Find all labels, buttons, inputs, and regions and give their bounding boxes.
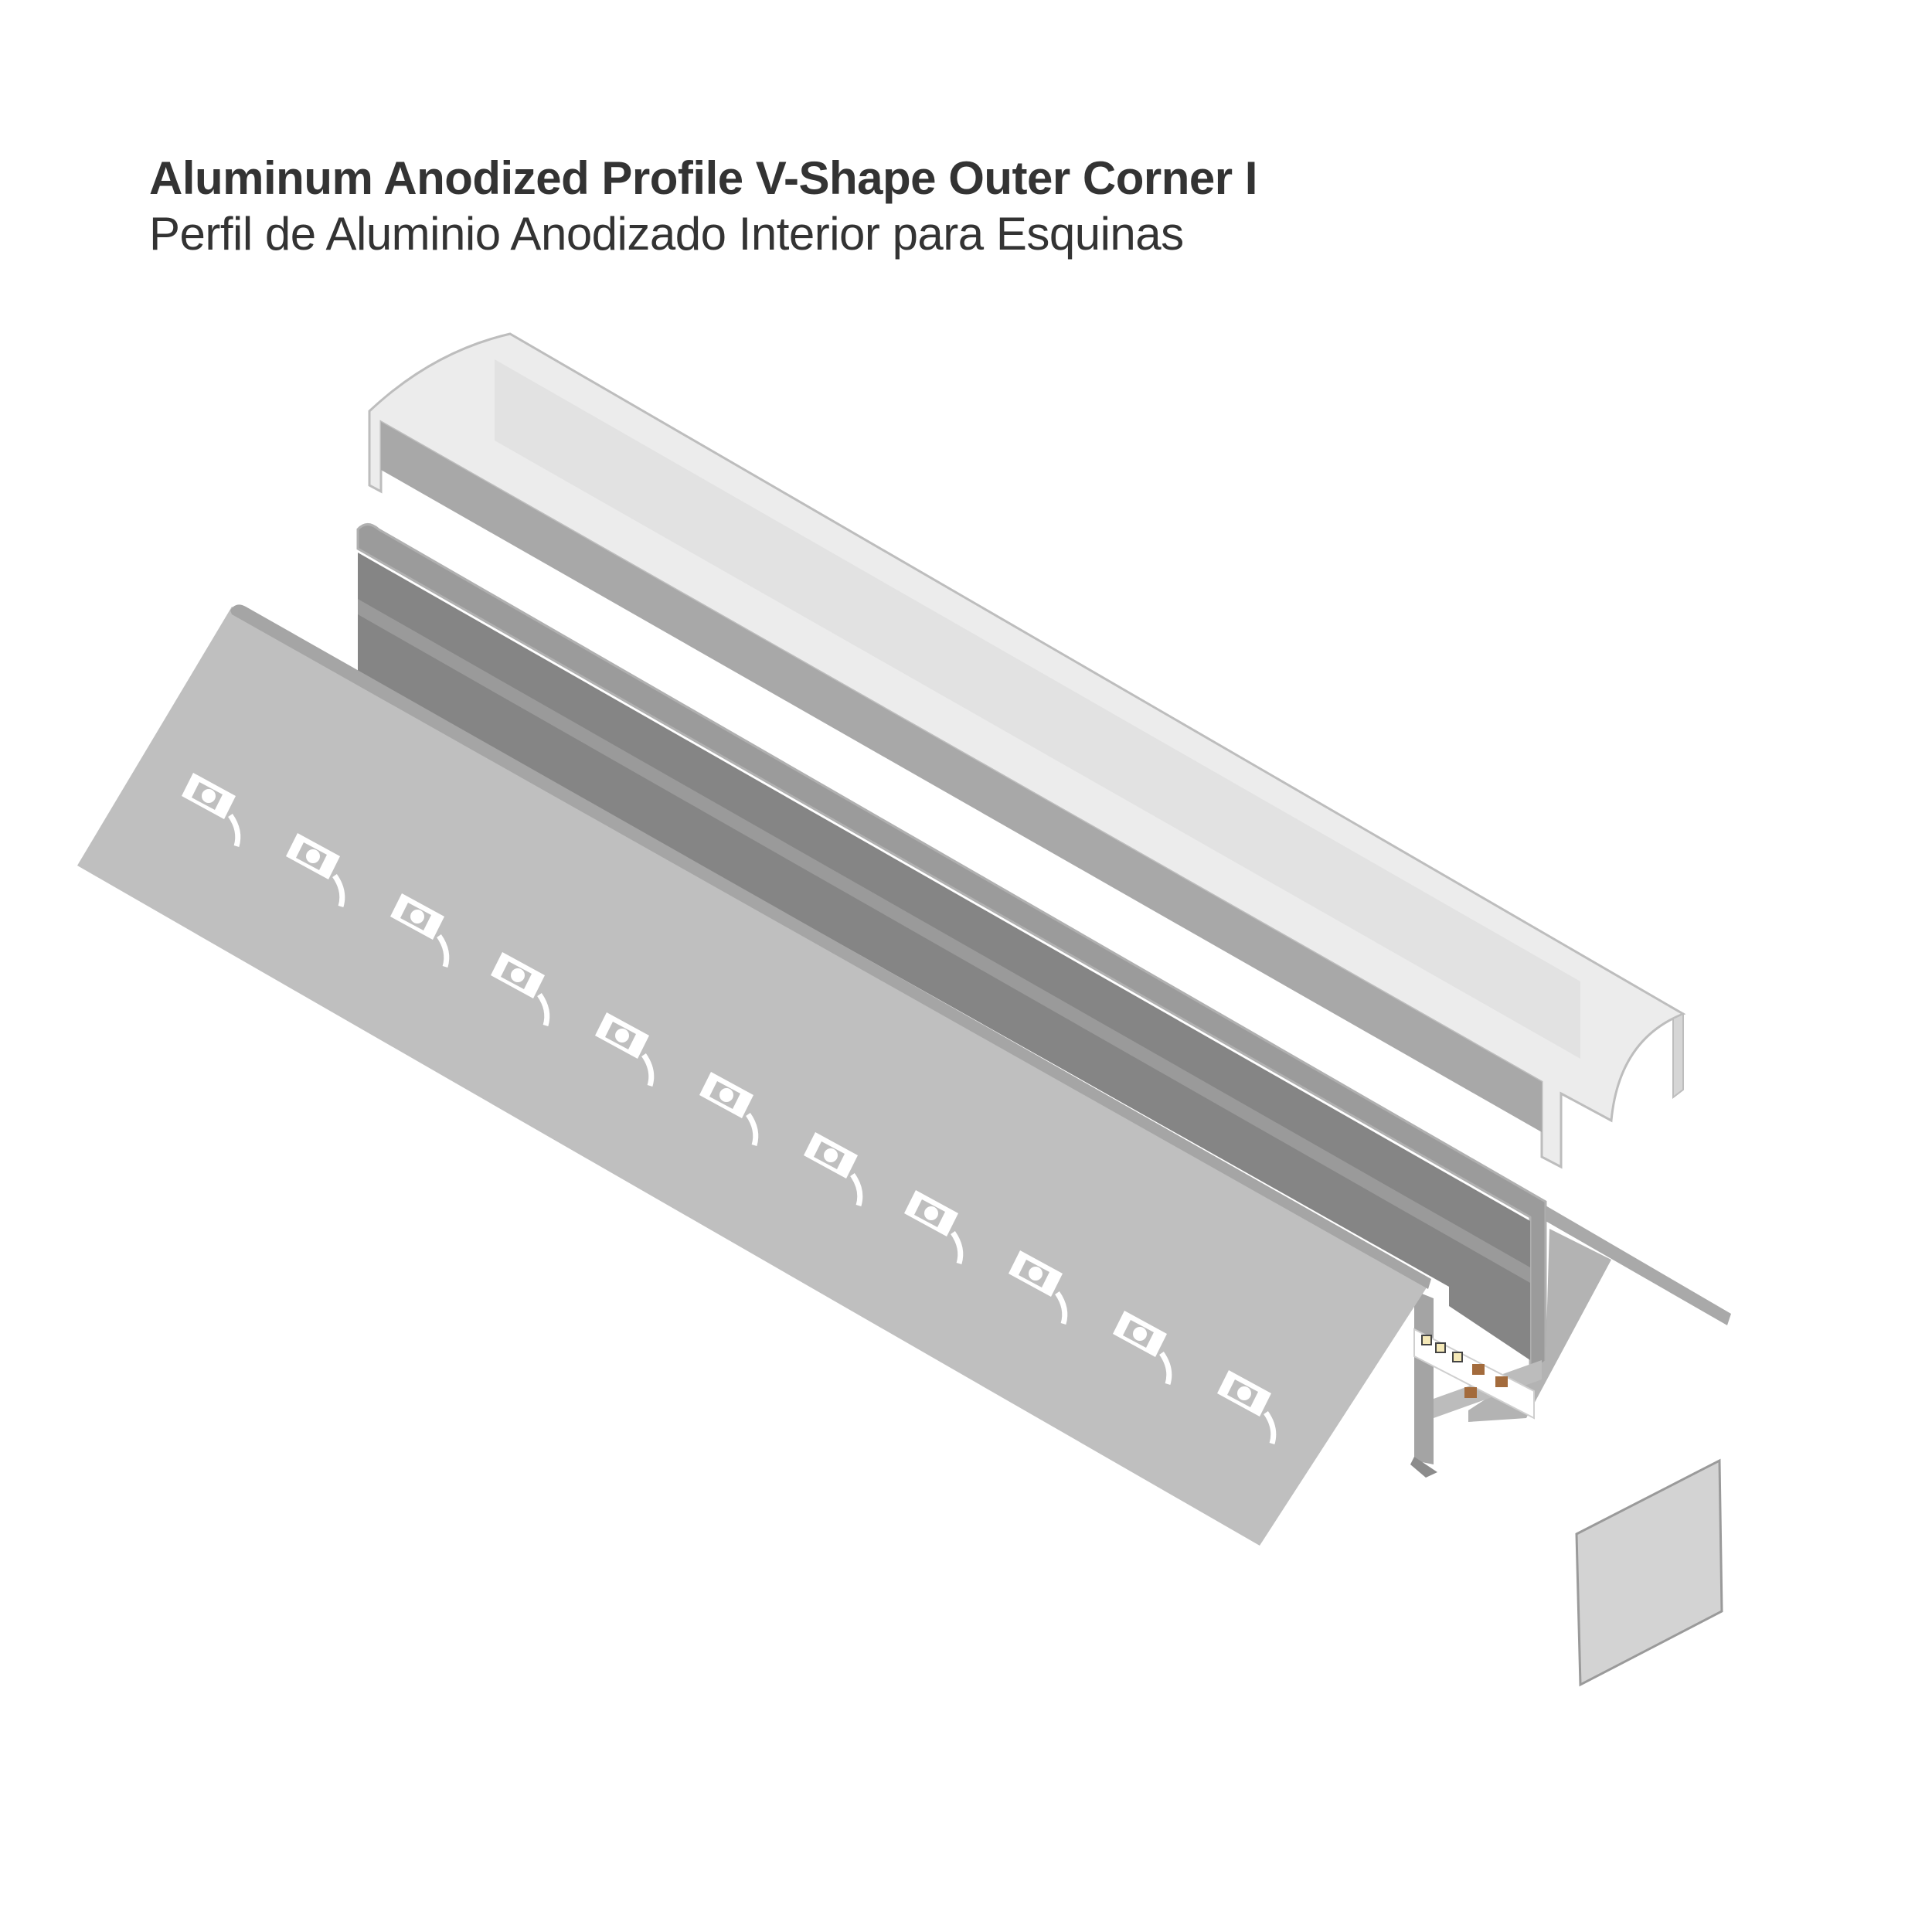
title-block: Aluminum Anodized Profile V-Shape Outer … — [149, 151, 1257, 262]
page-subtitle: Perfil de Aluminio Anodizado Interior pa… — [149, 208, 1184, 260]
diffuser-cover — [368, 332, 1686, 1169]
end-cap — [1575, 1458, 1723, 1687]
led-strip — [1413, 1328, 1535, 1420]
page-title: Aluminum Anodized Profile V-Shape Outer … — [149, 152, 1257, 204]
mounting-flange — [77, 604, 1431, 1546]
profile-channel — [356, 523, 1731, 1478]
